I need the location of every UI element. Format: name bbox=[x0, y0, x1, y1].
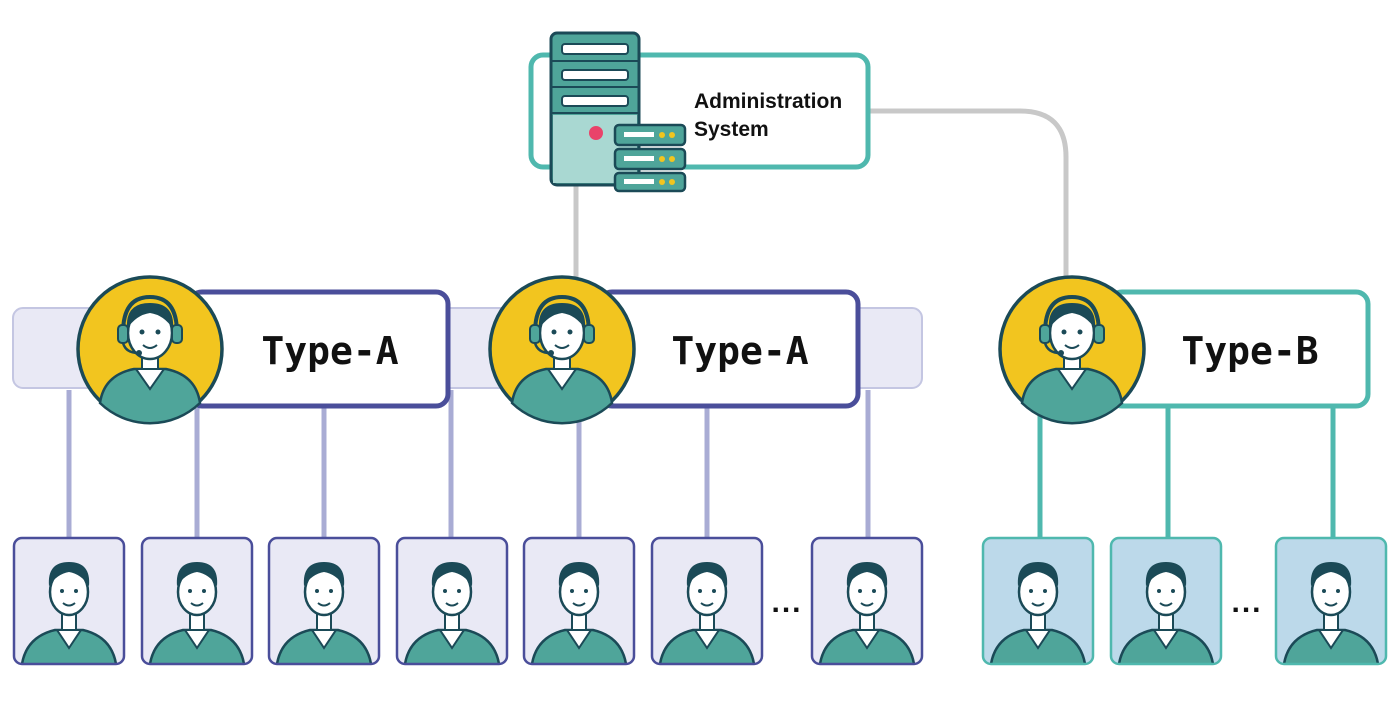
type-b-members: ... bbox=[981, 536, 1388, 666]
group-type-a-1: Type-A bbox=[76, 275, 451, 426]
member-card bbox=[395, 536, 509, 666]
connector-lines bbox=[66, 108, 1336, 540]
type-label: Type-B bbox=[1181, 329, 1318, 373]
member-card bbox=[140, 536, 254, 666]
server-icon bbox=[549, 31, 641, 187]
member-card bbox=[1274, 536, 1388, 666]
type-label: Type-A bbox=[671, 329, 808, 373]
server-stack-icon bbox=[613, 123, 687, 193]
type-a-members: ... bbox=[12, 536, 924, 666]
lead-avatar-icon bbox=[488, 275, 636, 426]
member-card bbox=[981, 536, 1095, 666]
type-label: Type-A bbox=[261, 329, 398, 373]
member-card bbox=[12, 536, 126, 666]
admin-label-line2: System bbox=[694, 118, 769, 141]
group-type-a-2: Type-A bbox=[488, 275, 861, 426]
admin-label-line1: Administration bbox=[694, 90, 842, 113]
more-members-ellipsis: ... bbox=[771, 586, 802, 619]
member-card bbox=[522, 536, 636, 666]
group-type-b: Type-B bbox=[998, 275, 1371, 426]
member-card bbox=[267, 536, 381, 666]
lead-avatar-icon bbox=[998, 275, 1146, 426]
member-card bbox=[1109, 536, 1223, 666]
lead-avatar-icon bbox=[76, 275, 224, 426]
member-card bbox=[650, 536, 764, 666]
member-card bbox=[810, 536, 924, 666]
administration-system: Administration System bbox=[528, 31, 871, 193]
more-members-ellipsis: ... bbox=[1231, 586, 1262, 619]
